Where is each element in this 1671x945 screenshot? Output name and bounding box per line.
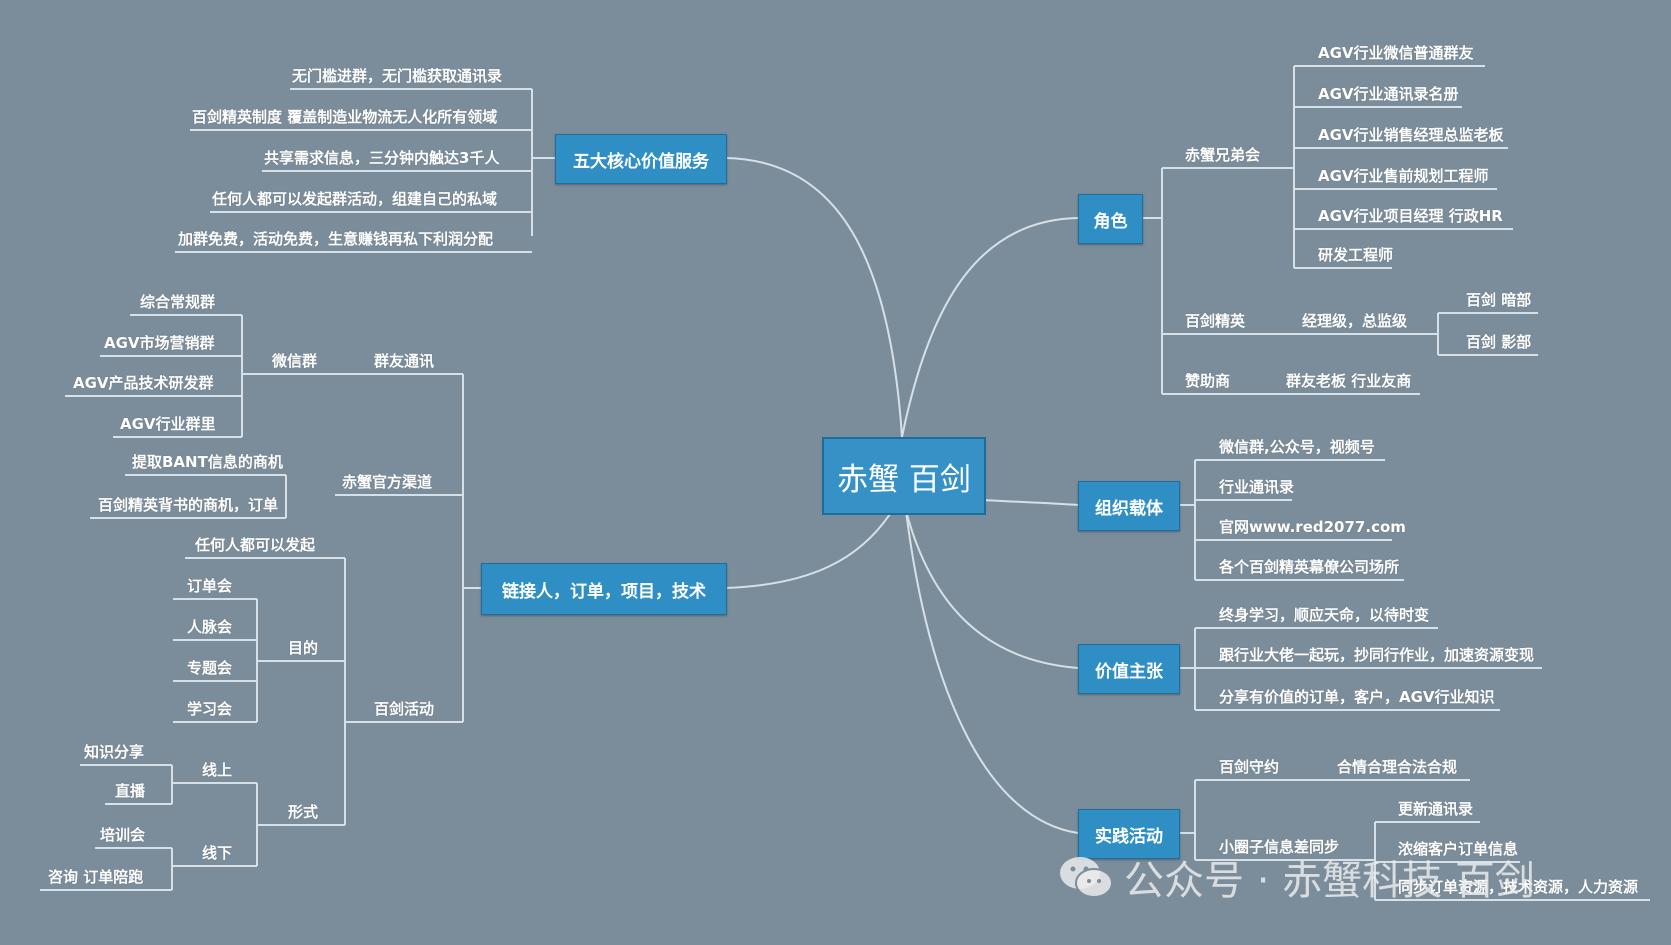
elite-item: 百剑 暗部 — [1466, 291, 1532, 309]
chat-node: 群友通讯 — [374, 352, 435, 370]
official-channel-item: 百剑精英背书的商机，订单 — [98, 496, 279, 514]
offline-node: 线下 — [202, 844, 233, 862]
activity-node: 百剑活动 — [374, 700, 435, 718]
brotherhood-item: 研发工程师 — [1318, 246, 1394, 264]
sync-item: 同步订单资源，技术资源，人力资源 — [1398, 878, 1639, 896]
online-item: 知识分享 — [84, 743, 145, 761]
brotherhood-item: AGV行业售前规划工程师 — [1318, 167, 1489, 185]
service-item: 加群免费，活动免费，生意赚钱再私下利润分配 — [178, 230, 494, 248]
wechat-group-item: AGV行业群里 — [120, 415, 216, 433]
node-value[interactable]: 价值主张 — [1078, 644, 1180, 694]
pledge-node: 百剑守约 — [1219, 758, 1280, 776]
wechat-group-item: AGV市场营销群 — [104, 334, 215, 352]
official-channel-item: 提取BANT信息的商机 — [132, 453, 283, 471]
purpose-item: 学习会 — [187, 700, 233, 718]
purpose-item: 专题会 — [187, 659, 233, 677]
service-item: 共享需求信息，三分钟内触达3千人 — [264, 149, 500, 167]
sponsor-node: 赞助商 — [1185, 372, 1231, 390]
service-item: 任何人都可以发起群活动，组建自己的私域 — [212, 190, 498, 208]
form-node: 形式 — [288, 803, 319, 821]
node-link[interactable]: 链接人，订单，项目，技术 — [481, 563, 727, 615]
org-item: 行业通讯录 — [1219, 478, 1295, 496]
org-item: 官网www.red2077.com — [1219, 518, 1406, 536]
purpose-item: 订单会 — [187, 577, 233, 595]
official-channel-node: 赤蟹官方渠道 — [342, 473, 433, 491]
wechat-group-item: 综合常规群 — [140, 293, 216, 311]
node-core-services[interactable]: 五大核心价值服务 — [555, 134, 727, 184]
pledge-value: 合情合理合法合规 — [1337, 758, 1458, 776]
node-organization[interactable]: 组织载体 — [1078, 481, 1180, 531]
wechat-icon — [1060, 857, 1113, 898]
service-item: 百剑精英制度 覆盖制造业物流无人化所有领域 — [192, 108, 498, 126]
online-item: 直播 — [115, 782, 146, 800]
wechat-group-node: 微信群 — [272, 352, 318, 370]
purpose-node: 目的 — [288, 639, 319, 657]
node-role[interactable]: 角色 — [1078, 194, 1143, 244]
sync-item: 更新通讯录 — [1398, 800, 1474, 818]
elite-level: 经理级，总监级 — [1302, 312, 1408, 330]
brotherhood-item: AGV行业通讯录名册 — [1318, 85, 1459, 103]
watermark: 公众号 · 赤蟹科技 百剑 — [1058, 848, 1535, 906]
offline-item: 培训会 — [100, 826, 146, 844]
elite-node: 百剑精英 — [1185, 312, 1246, 330]
elite-item: 百剑 影部 — [1466, 333, 1532, 351]
node-practice[interactable]: 实践活动 — [1078, 809, 1180, 859]
wechat-group-item: AGV产品技术研发群 — [73, 374, 214, 392]
service-item: 无门槛进群，无门槛获取通讯录 — [292, 67, 503, 85]
center-node[interactable]: 赤蟹 百剑 — [822, 437, 986, 515]
offline-item: 咨询 订单陪跑 — [48, 868, 144, 886]
org-item: 微信群,公众号，视频号 — [1219, 438, 1375, 456]
value-item: 跟行业大佬一起玩，抄同行作业，加速资源变现 — [1219, 646, 1535, 664]
brotherhood-item: AGV行业微信普通群友 — [1318, 44, 1474, 62]
activity-anyone: 任何人都可以发起 — [195, 536, 316, 554]
brotherhood-item: AGV行业项目经理 行政HR — [1318, 207, 1503, 225]
purpose-item: 人脉会 — [187, 618, 233, 636]
value-item: 分享有价值的订单，客户，AGV行业知识 — [1219, 688, 1495, 706]
sync-node: 小圈子信息差同步 — [1219, 838, 1340, 856]
brotherhood-node: 赤蟹兄弟会 — [1185, 146, 1261, 164]
brotherhood-item: AGV行业销售经理总监老板 — [1318, 126, 1504, 144]
sponsor-value: 群友老板 行业友商 — [1286, 372, 1412, 390]
org-item: 各个百剑精英幕僚公司场所 — [1219, 558, 1400, 576]
online-node: 线上 — [202, 761, 233, 779]
value-item: 终身学习，顺应天命，以待时变 — [1219, 606, 1430, 624]
watermark-text: 公众号 · 赤蟹科技 百剑 — [1124, 858, 1535, 904]
sync-item: 浓缩客户订单信息 — [1398, 840, 1519, 858]
